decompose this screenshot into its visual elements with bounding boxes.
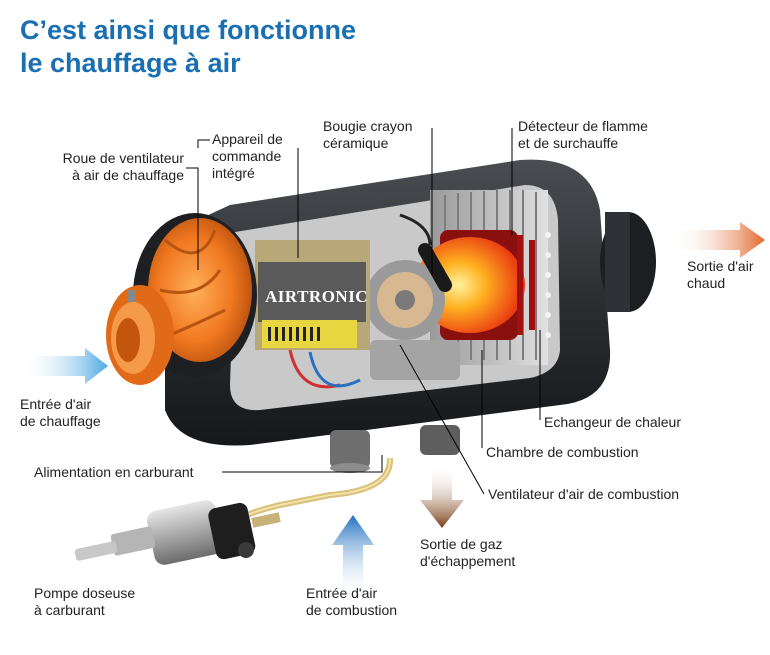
label-flame-detector: Détecteur de flamme et de surchauffe <box>518 118 648 151</box>
fan-wheel <box>106 213 257 385</box>
label-hot-air-out: Sortie d'air chaud <box>687 258 754 291</box>
label-control-unit: Appareil de commande intégré <box>212 131 283 181</box>
label-glow-plug: Bougie crayon céramique <box>323 118 413 151</box>
cutaway-interior: AIRTRONIC <box>230 185 560 411</box>
airtronic-brand-label: AIRTRONIC <box>265 287 368 306</box>
label-combustion-chamber: Chambre de combustion <box>486 444 639 460</box>
label-fuel-pump: Pompe doseuse à carburant <box>34 585 136 618</box>
label-combustion-fan: Ventilateur d'air de combustion <box>488 486 680 502</box>
exhaust-arrow <box>420 465 464 528</box>
leader-lines <box>186 128 541 495</box>
label-exhaust-out: Sortie de gaz d'échappement <box>420 536 516 569</box>
fuel-system <box>74 457 394 565</box>
heating-air-in-arrow <box>20 348 108 384</box>
label-fuel-supply: Alimentation en carburant <box>34 464 194 480</box>
label-heat-exchanger: Echangeur de chaleur <box>544 414 681 430</box>
label-fan-wheel: Roue de ventilateur à air de chauffage <box>62 150 184 183</box>
fuel-pump <box>74 500 281 565</box>
label-heating-air-in: Entrée d'air de chauffage <box>20 396 101 429</box>
title-line-1: C’est ainsi que fonctionne <box>20 15 357 45</box>
diagram-title: C’est ainsi que fonctionne le chauffage … <box>20 14 356 80</box>
title-line-2: le chauffage à air <box>20 48 241 78</box>
hot-air-arrow <box>672 222 765 258</box>
combustion-air-in-arrow <box>332 515 374 600</box>
label-combustion-air-in: Entrée d'air de combustion <box>306 585 398 618</box>
